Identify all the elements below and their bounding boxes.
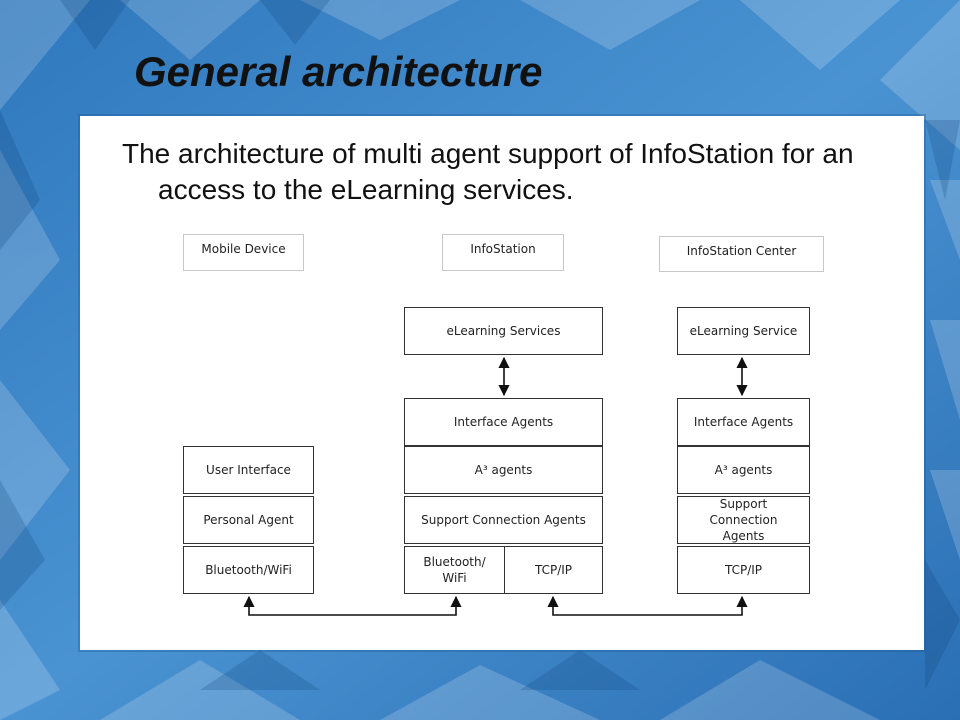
- infostation-a3-agents: A³ agents: [404, 446, 603, 494]
- infostation-tcp-ip: TCP/IP: [504, 546, 603, 594]
- center-support-connection-agents: Support Connection Agents: [677, 496, 810, 544]
- infostation-elearning-services: eLearning Services: [404, 307, 603, 355]
- mobile-user-interface: User Interface: [183, 446, 314, 494]
- slide-subtitle: The architecture of multi agent support …: [122, 138, 854, 205]
- mobile-personal-agent: Personal Agent: [183, 496, 314, 544]
- header-infostation: InfoStation: [442, 234, 564, 271]
- infostation-bluetooth-wifi: Bluetooth/ WiFi: [404, 546, 505, 594]
- center-tcp-ip: TCP/IP: [677, 546, 810, 594]
- mobile-bluetooth-wifi: Bluetooth/WiFi: [183, 546, 314, 594]
- header-infostation-center: InfoStation Center: [659, 236, 824, 272]
- center-elearning-service: eLearning Service: [677, 307, 810, 355]
- center-interface-agents: Interface Agents: [677, 398, 810, 446]
- center-a3-agents: A³ agents: [677, 446, 810, 494]
- infostation-interface-agents: Interface Agents: [404, 398, 603, 446]
- infostation-support-connection-agents: Support Connection Agents: [404, 496, 603, 544]
- header-mobile-device: Mobile Device: [183, 234, 304, 271]
- slide-title: General architecture: [134, 48, 543, 95]
